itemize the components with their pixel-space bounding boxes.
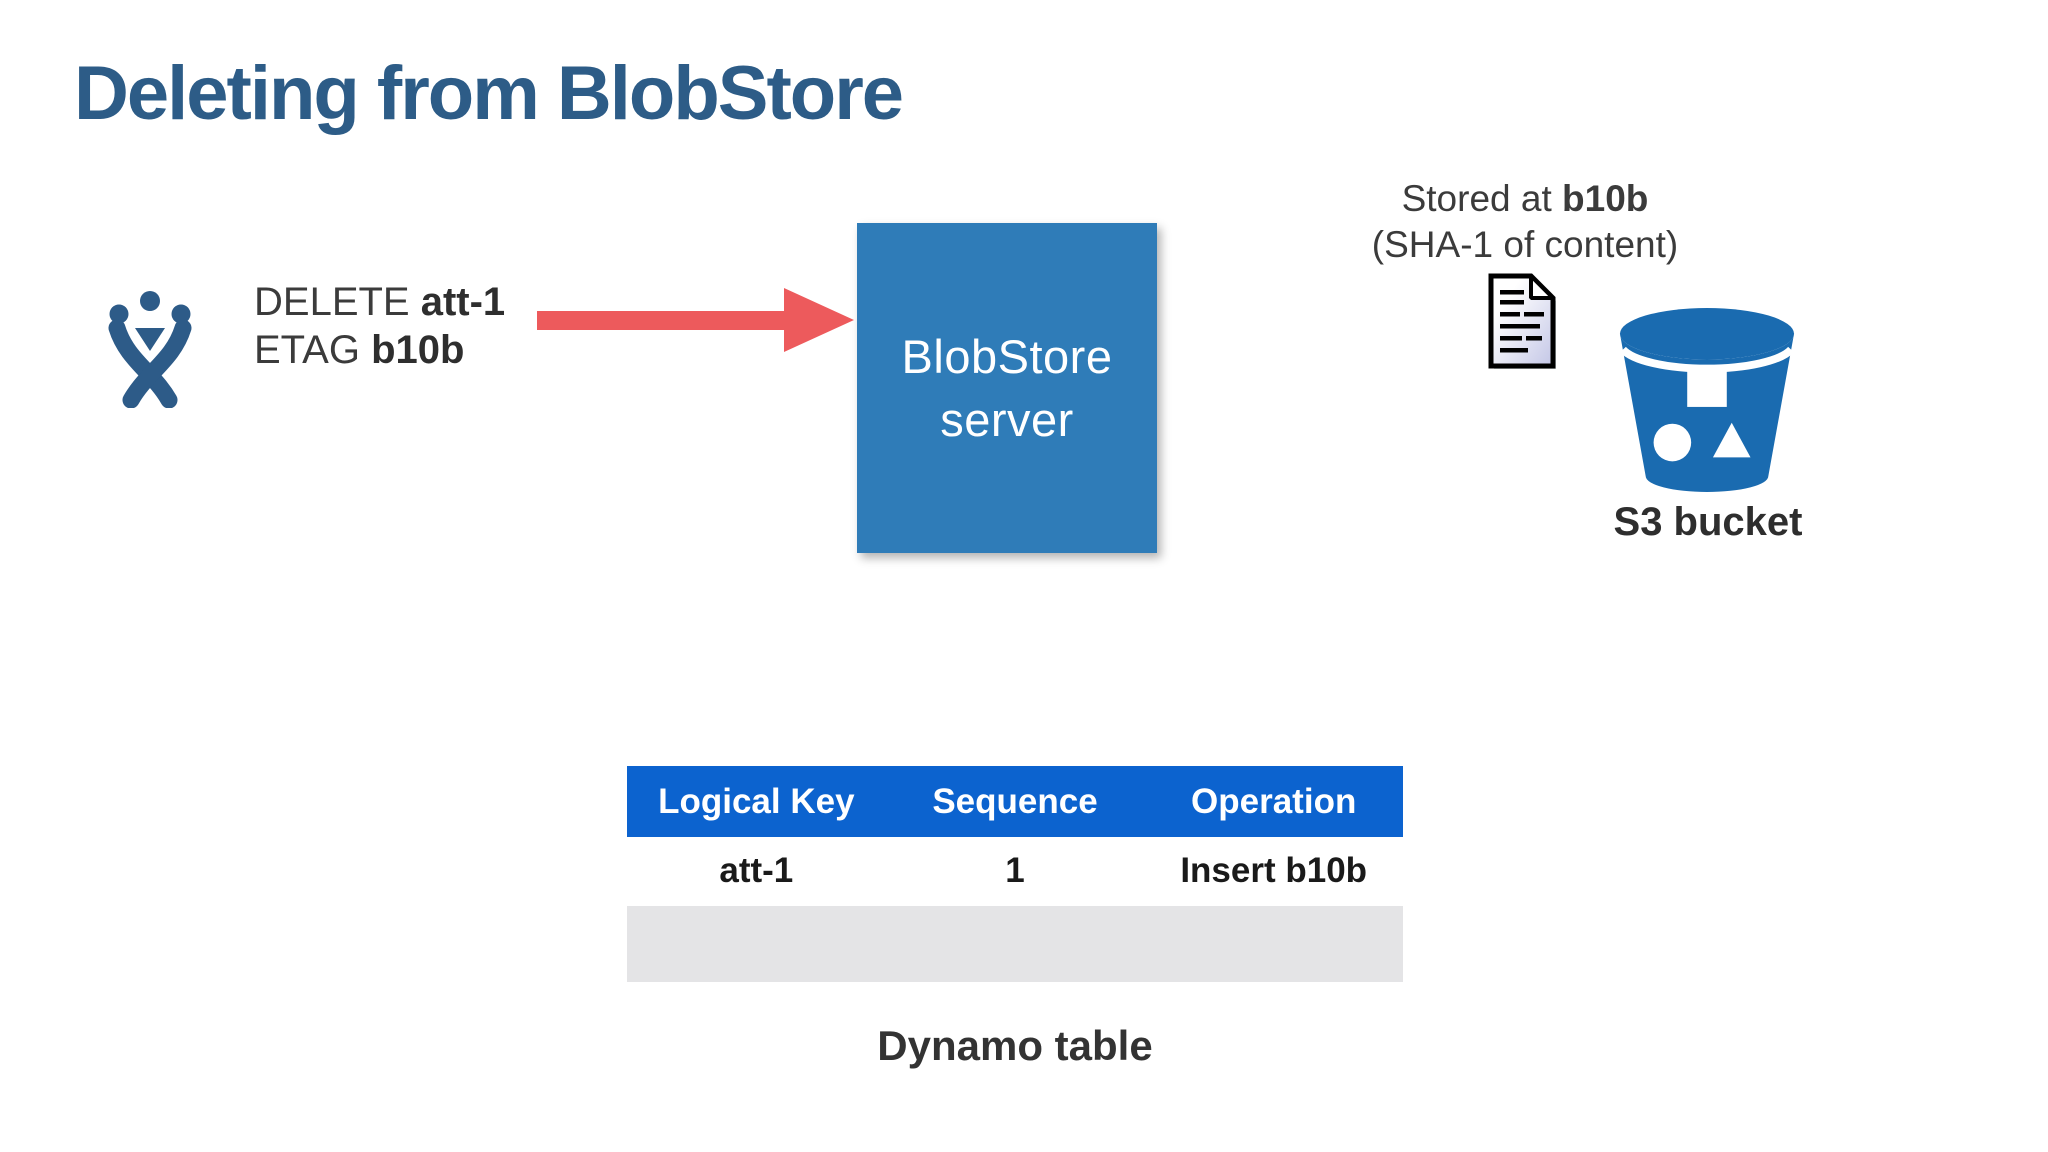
table-header-sequence: Sequence (932, 781, 1098, 821)
logical-key-value: att-1 (420, 280, 506, 324)
stored-at-note: Stored at b10b (SHA-1 of content) (1330, 176, 1720, 267)
cell-sequence: 1 (1005, 851, 1025, 890)
page-title: Deleting from BlobStore (74, 51, 904, 136)
table-header-row: Logical Key Sequence Operation (627, 766, 1403, 837)
table-empty-row (627, 906, 1403, 982)
table-header-logical-key: Logical Key (658, 781, 855, 821)
request-line-1: DELETE att-1 (254, 280, 506, 324)
dynamo-table: Logical Key Sequence Operation att-1 1 I… (627, 766, 1403, 1070)
document-icon (1488, 273, 1556, 369)
request-arrow-icon (537, 288, 854, 352)
server-label-line1: BlobStore (901, 329, 1113, 383)
stored-at-line1: Stored at b10b (1401, 178, 1649, 219)
server-label-line2: server (940, 393, 1074, 446)
jira-person-icon (108, 291, 192, 408)
table-row: att-1 1 Insert b10b (627, 837, 1403, 905)
stored-at-line2: (SHA-1 of content) (1371, 223, 1679, 265)
blobstore-server-box: BlobStore server (857, 223, 1157, 553)
cell-logical-key: att-1 (719, 851, 794, 890)
cell-operation: Insert b10b (1180, 851, 1368, 890)
table-header-operation: Operation (1191, 781, 1357, 821)
request-line-2: ETAG b10b (254, 328, 465, 372)
s3-bucket-label: S3 bucket (1613, 500, 1803, 544)
table-caption: Dynamo table (877, 1022, 1153, 1069)
stored-hash-value: b10b (1562, 178, 1649, 219)
request-text: DELETE att-1 ETAG b10b (254, 278, 505, 374)
etag-value: b10b (371, 328, 465, 372)
s3-bucket-icon (1619, 308, 1795, 492)
